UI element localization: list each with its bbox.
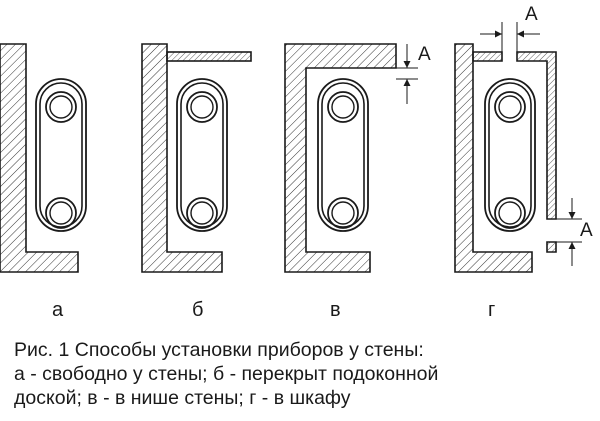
dimension-a-top: А xyxy=(480,4,540,52)
dimension-label-niche: А xyxy=(418,44,431,65)
dimension-a-niche: А xyxy=(396,44,431,104)
caption-line-3: доской; в - в нише стены; г - в шкафу xyxy=(14,387,351,409)
radiator-v xyxy=(317,78,369,232)
cabinet-top-right-and-front xyxy=(516,51,557,220)
panel-label-g: г xyxy=(488,299,495,321)
cabinet-front-bottom xyxy=(546,241,557,253)
panel-label-v: в xyxy=(330,299,341,321)
caption-line-2: а - свободно у стены; б - перекрыт подок… xyxy=(14,363,439,385)
panel-g: А А г xyxy=(454,4,593,321)
radiator-a xyxy=(35,78,87,232)
dimension-label-bottom: А xyxy=(580,220,593,241)
radiator-g xyxy=(484,78,536,232)
dimension-label-top: А xyxy=(525,4,538,25)
window-sill-board xyxy=(166,51,252,62)
radiator-b xyxy=(176,78,228,232)
wall-cabinet xyxy=(454,43,533,273)
panel-a: а xyxy=(0,43,87,321)
caption-line-1: Рис. 1 Способы установки приборов у стен… xyxy=(14,339,424,361)
panel-label-a: а xyxy=(52,299,64,321)
panel-label-b: б xyxy=(192,299,203,321)
wall-a xyxy=(0,43,79,273)
installation-diagram: а б А в xyxy=(0,4,593,321)
wall-b xyxy=(141,43,223,273)
dimension-a-bottom: А xyxy=(556,198,593,266)
panel-b: б xyxy=(141,43,252,321)
cabinet-top-left xyxy=(472,51,503,62)
figure-caption: Рис. 1 Способы установки приборов у стен… xyxy=(14,338,594,410)
panel-v: А в xyxy=(284,43,431,321)
wall-niche xyxy=(284,43,397,273)
